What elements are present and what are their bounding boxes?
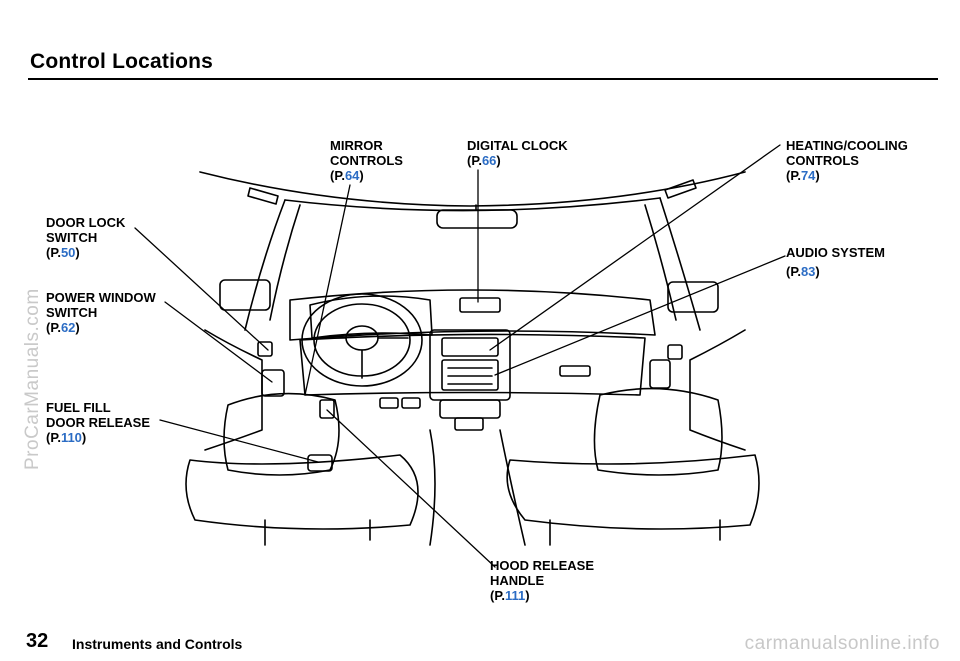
power-window-switch-label: POWER WINDOW SWITCH (P.62) [46,290,156,335]
hood-release-handle-label: HOOD RELEASE HANDLE (P.111) [490,558,595,603]
side-watermark: ProCarManuals.com [22,288,43,470]
right-door [689,329,746,451]
fuel-fill-page-link[interactable]: 110 [60,430,82,445]
rear-view-mirror [436,209,518,229]
right-side-mirror [667,281,719,313]
page-number: 32 [26,630,49,652]
left-door [204,329,263,451]
power-window-page-link[interactable]: 62 [60,320,76,335]
roof-outline [199,171,746,207]
left-side-mirror [219,279,271,311]
fuel-fill-door-release-label: FUEL FILL DOOR RELEASE (P.110) [46,400,151,445]
audio-system-label: AUDIO SYSTEM (P.83) [786,245,885,279]
right-a-pillar [659,197,701,331]
left-a-pillar [244,199,286,331]
glove-box [559,365,591,377]
hood-release-page-link[interactable]: 111 [504,588,526,603]
right-seat-back [593,387,723,476]
bottom-watermark: carmanualsonline.info [744,633,940,654]
right-seat-cushion [506,454,760,530]
page-title: Control Locations [30,50,214,73]
digital-clock-label: DIGITAL CLOCK (P.66) [467,138,568,168]
left-seat-cushion [185,454,419,530]
heating-cooling-page-link[interactable]: 74 [800,168,816,183]
digital-clock-page-link[interactable]: 66 [481,153,497,168]
heating-cooling-label: HEATING/COOLING CONTROLS (P.74) [786,138,908,183]
leader-lines [134,144,786,568]
mirror-controls-page-link[interactable]: 64 [344,168,360,183]
section-title: Instruments and Controls [72,636,243,652]
steering-wheel [301,293,423,387]
left-pillar-inner [269,204,301,321]
mirror-controls-label: MIRROR CONTROLS (P.64) [330,138,403,183]
instrument-cluster [309,295,433,339]
windshield-top [284,197,661,212]
door-lock-switch-label: DOOR LOCK SWITCH (P.50) [46,215,126,260]
fuel-door-release [307,454,333,472]
door-lock-page-link[interactable]: 50 [60,245,76,260]
audio-system-page-link[interactable]: 83 [800,264,816,279]
hood-release-handle [319,399,335,419]
left-seat-back [223,392,340,476]
right-pillar-inner [644,204,677,321]
title-rule [28,78,938,80]
